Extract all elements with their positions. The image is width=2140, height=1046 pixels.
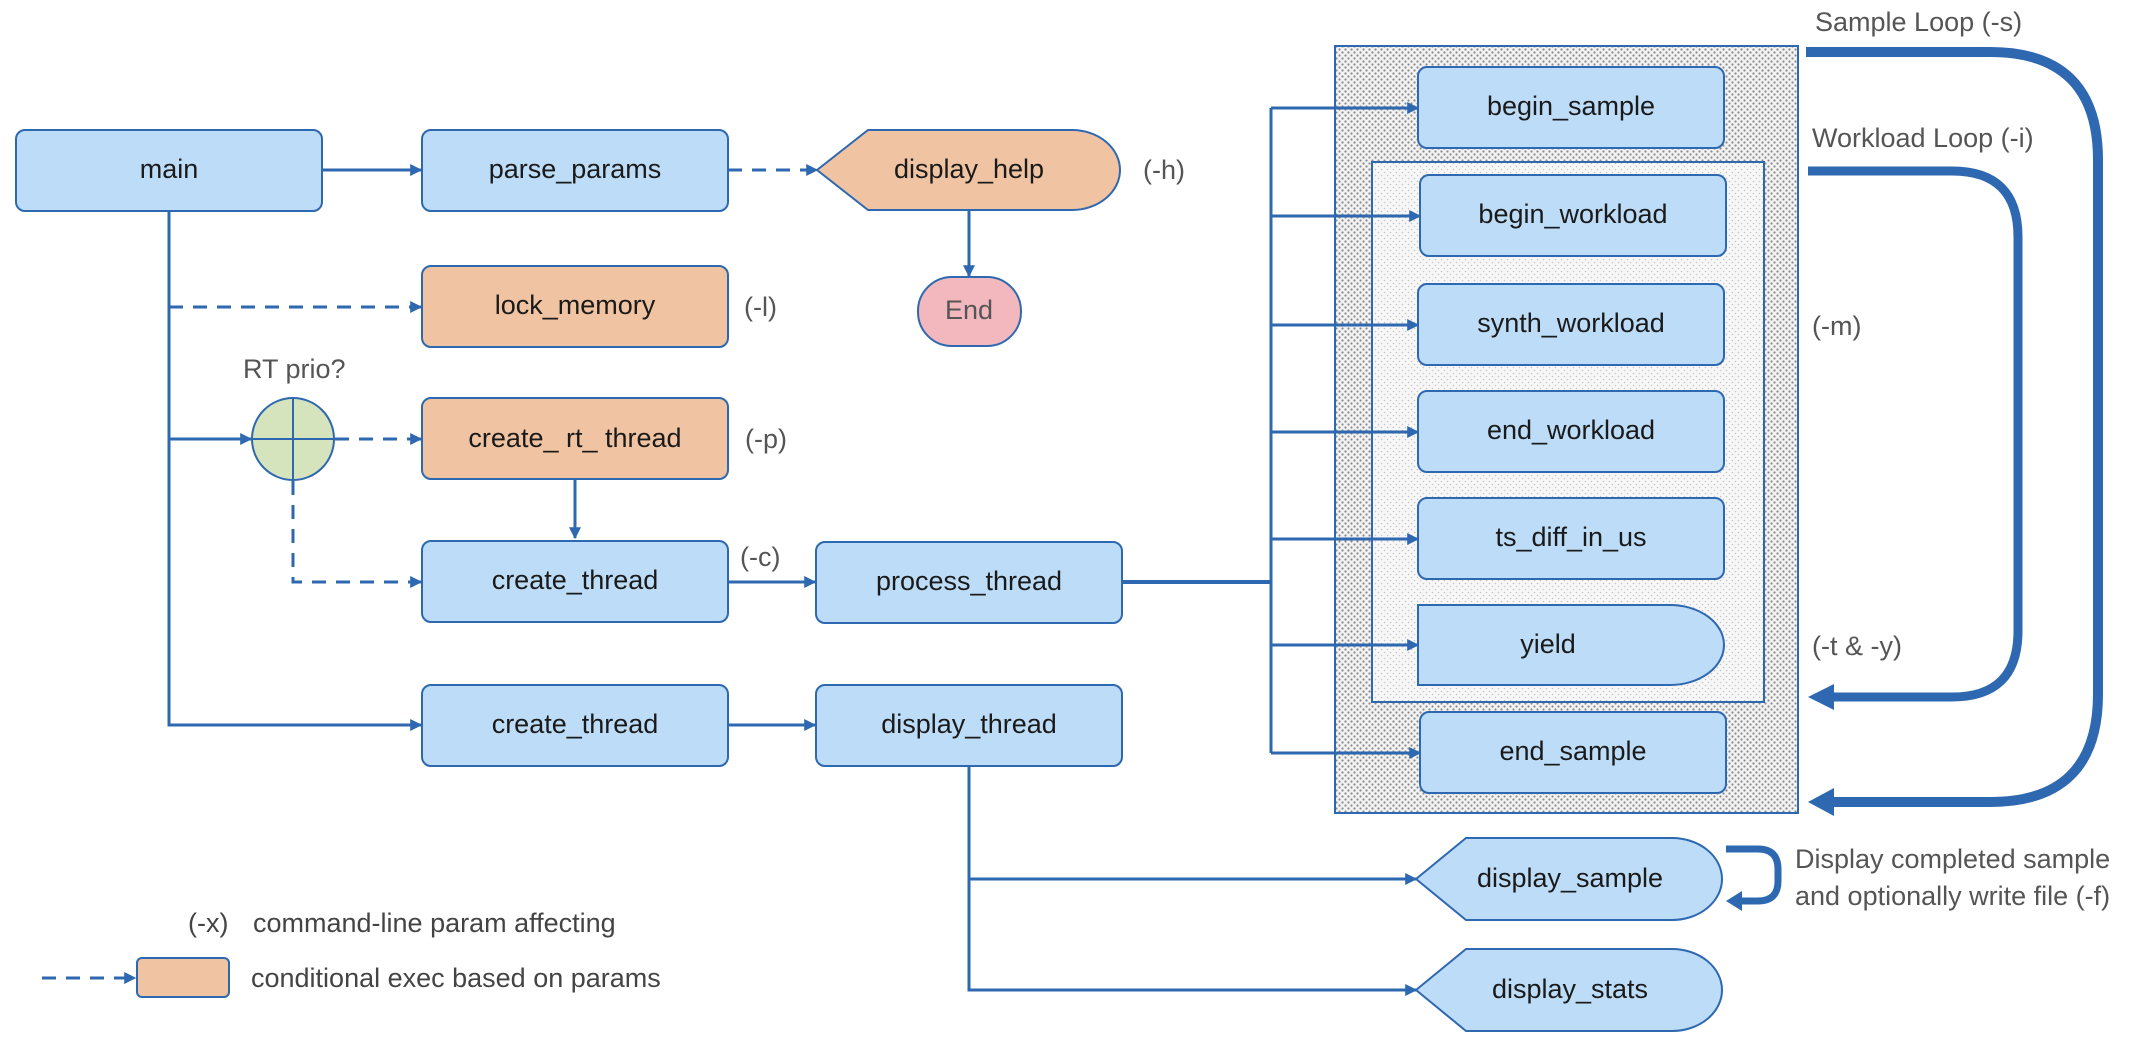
node-create-thread-1-label: create_thread	[492, 565, 659, 595]
node-end-workload-label: end_workload	[1487, 415, 1655, 445]
node-synth-workload: synth_workload	[1417, 283, 1725, 366]
display-sample-loop-arrowhead	[1726, 891, 1742, 911]
sample-loop-arrowhead	[1808, 788, 1834, 816]
legend-conditional-text: conditional exec based on params	[251, 963, 661, 993]
node-lock-memory-label: lock_memory	[495, 290, 656, 320]
annotation-lock-param: (-l)	[744, 292, 777, 322]
node-process-thread-label: process_thread	[876, 566, 1062, 596]
display-sample-loop-arrow	[1726, 845, 1782, 905]
node-display-help: display_help	[815, 129, 1121, 211]
node-ts-diff-in-us: ts_diff_in_us	[1417, 497, 1725, 580]
node-display-thread: display_thread	[815, 684, 1123, 767]
node-display-stats-label: display_stats	[1492, 974, 1648, 1004]
annotation-workload-loop: Workload Loop (-i)	[1812, 123, 2034, 153]
node-rt-prio-decision	[251, 397, 335, 481]
node-synth-workload-label: synth_workload	[1477, 308, 1665, 338]
workload-loop-arrowhead	[1808, 684, 1834, 710]
annotation-display-note-line2: and optionally write file (-f)	[1795, 881, 2110, 911]
node-end: End	[917, 276, 1022, 347]
annotation-core-param: (-c)	[740, 542, 780, 572]
legend-param-text: command-line param affecting	[253, 908, 616, 938]
edge-decision-thread	[291, 481, 423, 588]
legend-param-symbol: (-x)	[188, 908, 228, 938]
node-begin-workload-label: begin_workload	[1478, 199, 1667, 229]
node-begin-sample: begin_sample	[1417, 66, 1725, 149]
node-yield: yield	[1417, 604, 1725, 686]
node-process-thread: process_thread	[815, 541, 1123, 624]
node-parse-params: parse_params	[421, 129, 729, 212]
node-ts-diff-in-us-label: ts_diff_in_us	[1495, 522, 1646, 552]
node-begin-workload: begin_workload	[1419, 174, 1727, 257]
annotation-sample-loop: Sample Loop (-s)	[1815, 7, 2022, 37]
node-end-workload: end_workload	[1417, 390, 1725, 473]
legend-conditional-swatch	[136, 957, 230, 998]
sample-loop-arrow	[1806, 47, 2103, 807]
node-create-rt-thread: create_ rt_ thread	[421, 397, 729, 480]
connectors	[167, 102, 1422, 996]
node-create-rt-thread-label: create_ rt_ thread	[468, 423, 681, 453]
node-end-sample: end_sample	[1419, 711, 1727, 794]
node-create-thread-2-label: create_thread	[492, 709, 659, 739]
node-display-thread-label: display_thread	[881, 709, 1057, 739]
node-display-stats: display_stats	[1414, 948, 1723, 1032]
node-begin-sample-label: begin_sample	[1487, 91, 1655, 121]
edge-main-trunk	[167, 211, 423, 731]
workload-loop-arrow	[1808, 166, 2023, 702]
annotation-help-param: (-h)	[1143, 155, 1185, 185]
node-end-sample-label: end_sample	[1499, 736, 1646, 766]
node-lock-memory: lock_memory	[421, 265, 729, 348]
node-create-thread-1: create_thread	[421, 540, 729, 623]
annotation-display-note-line1: Display completed sample	[1795, 844, 2110, 874]
node-main-label: main	[140, 154, 199, 184]
annotation-rt-prio: RT prio?	[243, 354, 346, 384]
annotation-rt-param: (-p)	[745, 424, 787, 454]
node-end-label: End	[945, 295, 993, 325]
node-yield-label: yield	[1520, 629, 1576, 659]
annotation-yield-param: (-t & -y)	[1812, 631, 1902, 661]
node-create-thread-2: create_thread	[421, 684, 729, 767]
node-display-sample: display_sample	[1414, 837, 1723, 921]
node-display-sample-label: display_sample	[1477, 863, 1663, 893]
loop-arrows	[1726, 47, 2103, 911]
legend: (-x) command-line param affecting condit…	[42, 908, 661, 998]
node-main: main	[15, 129, 323, 212]
node-parse-params-label: parse_params	[489, 154, 662, 184]
annotation-workload-param: (-m)	[1812, 311, 1861, 341]
edge-display-stats	[967, 879, 1418, 996]
node-display-help-label: display_help	[894, 154, 1044, 184]
